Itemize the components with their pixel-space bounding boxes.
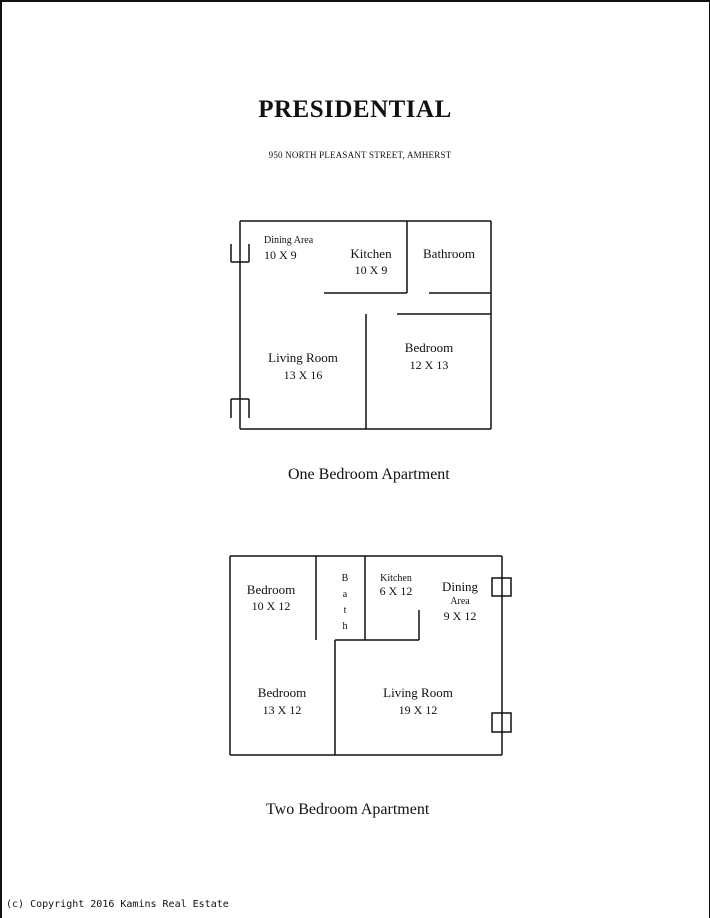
plan-two-bath-letter: B [342, 573, 349, 584]
plan-two-living-name: Living Room [383, 685, 453, 700]
plan-one-bathroom-name: Bathroom [423, 246, 475, 261]
plan-one-bedroom-name: Bedroom [405, 340, 453, 355]
plan-two-kitchen-name: Kitchen [380, 573, 412, 584]
plan-two-dining-area-label: Area [450, 596, 470, 607]
plan-one-walls [239, 220, 492, 430]
plan-two-bath-letter: a [343, 589, 348, 600]
plan-two-bedroom1-dim: 10 X 12 [252, 599, 291, 613]
plan-two-bedroom2-dim: 13 X 12 [263, 703, 302, 717]
plan-one-living-dim: 13 X 16 [284, 368, 323, 382]
plan-two-caption: Two Bedroom Apartment [266, 801, 430, 818]
plan-two-bath-letter: h [343, 621, 348, 632]
copyright-notice: (c) Copyright 2016 Kamins Real Estate [6, 899, 229, 910]
plan-one-dining-name: Dining Area [264, 235, 314, 246]
plan-two-dining-dim: 9 X 12 [444, 609, 477, 623]
plan-two-window-bottom-icon [491, 712, 512, 733]
plan-two-window-top-icon [491, 577, 512, 597]
plan-two-bedroom2-name: Bedroom [258, 685, 306, 700]
address-subtitle: 950 NORTH PLEASANT STREET, AMHERST [268, 150, 452, 160]
plan-two-bath-letter: t [344, 605, 347, 616]
plan-one-bedroom-dim: 12 X 13 [410, 358, 449, 372]
plan-one-door-bottom-icon [230, 398, 250, 418]
plan-one-caption: One Bedroom Apartment [288, 466, 450, 483]
plan-one-living-name: Living Room [268, 350, 338, 365]
plan-one-kitchen-dim: 10 X 9 [355, 263, 388, 277]
plan-two-walls [229, 555, 503, 756]
plan-two-kitchen-dim: 6 X 12 [380, 584, 413, 598]
plan-two-bedroom1-name: Bedroom [247, 582, 295, 597]
plan-one-kitchen-name: Kitchen [350, 246, 392, 261]
page-border-top [0, 0, 710, 2]
page-title: PRESIDENTIAL [258, 96, 452, 123]
plan-two-dining-name: Dining [442, 579, 479, 594]
plan-one-dining-dim: 10 X 9 [264, 248, 297, 262]
plan-one-door-top-icon [230, 244, 250, 263]
plan-two-living-dim: 19 X 12 [399, 703, 438, 717]
page-border-left [0, 0, 2, 918]
